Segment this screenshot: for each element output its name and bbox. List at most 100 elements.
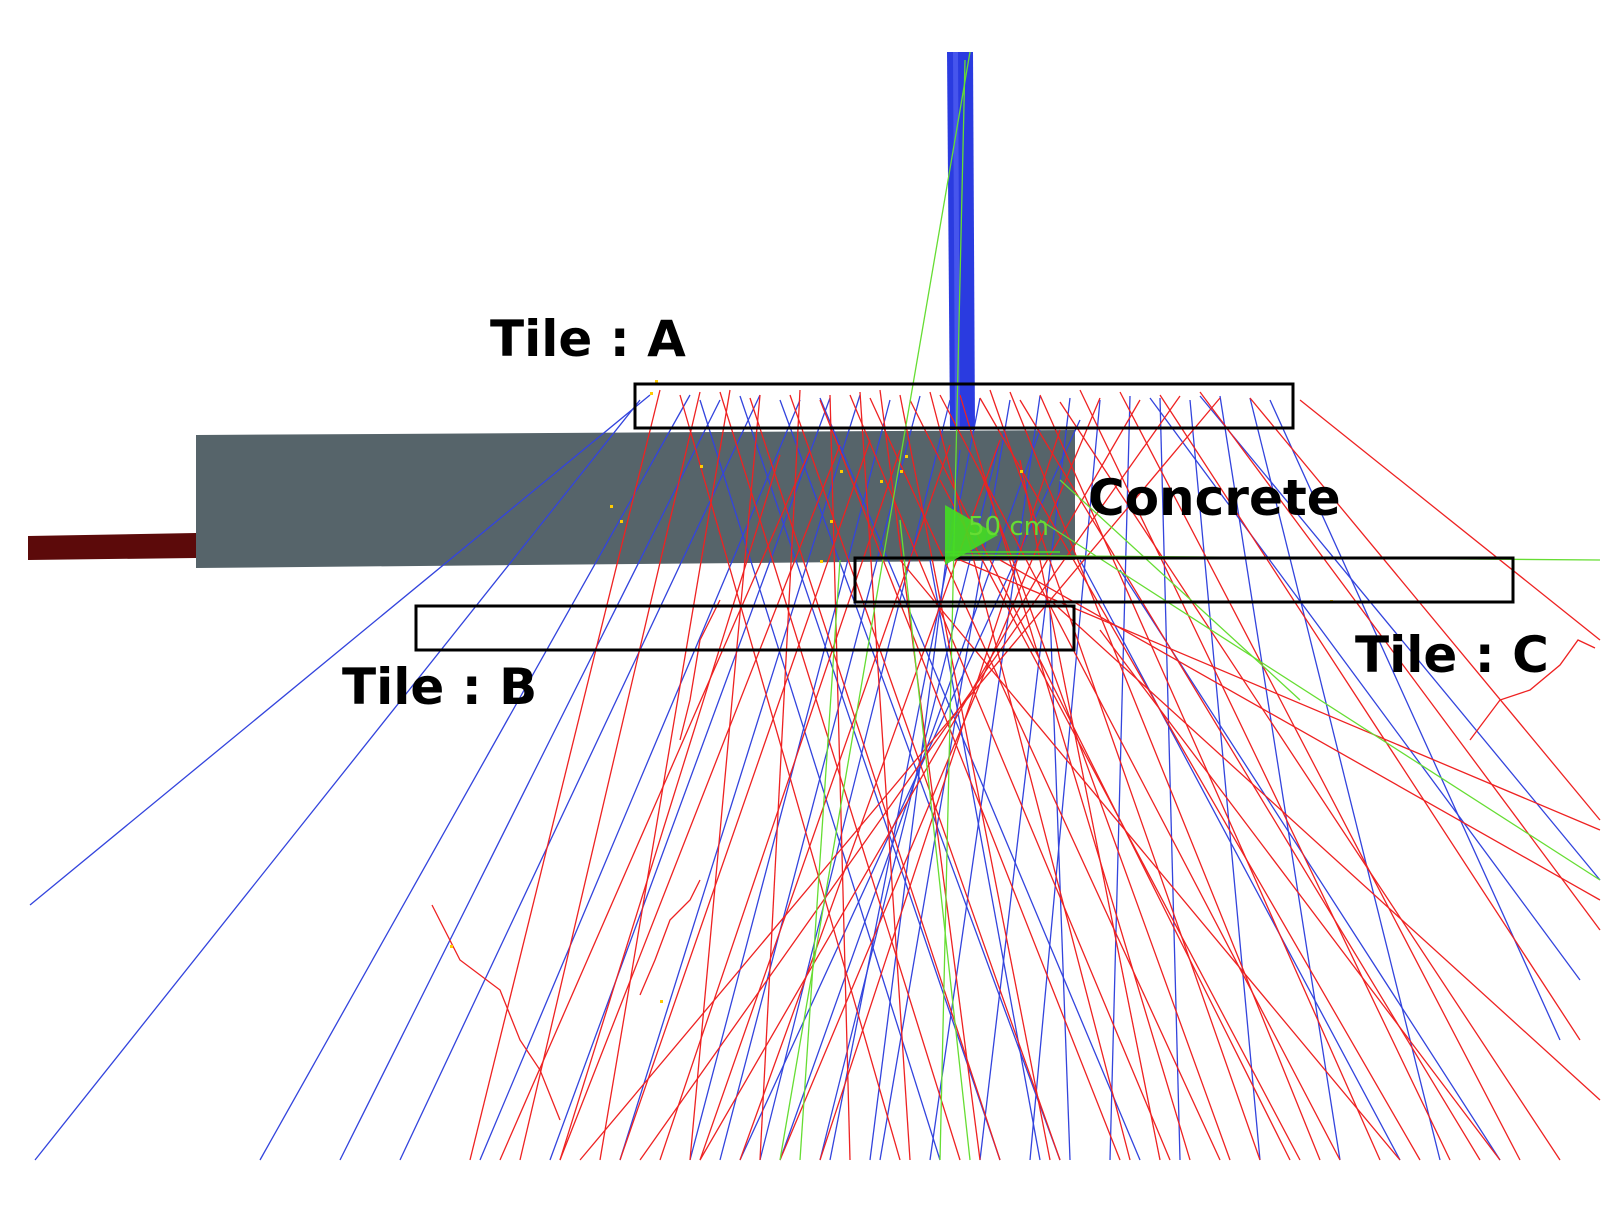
red-track xyxy=(639,879,701,996)
blue-track xyxy=(29,394,651,906)
tile-c-outline xyxy=(853,556,1515,604)
hit-point xyxy=(900,470,903,473)
red-track xyxy=(1049,599,1601,1101)
red-track xyxy=(899,394,1051,1161)
green-track xyxy=(939,59,966,1161)
red-track xyxy=(849,394,1171,1161)
hit-point xyxy=(660,1000,663,1003)
red-track xyxy=(979,469,1231,1161)
hit-point xyxy=(700,465,703,468)
red-track xyxy=(749,397,1001,1161)
tile-a-label: Tile : A xyxy=(490,310,686,368)
red-track xyxy=(859,391,911,1161)
blue-track xyxy=(929,559,1041,1161)
red-track xyxy=(739,439,1001,1161)
red-track xyxy=(1299,399,1601,641)
blue-track xyxy=(1119,569,1501,1161)
red-track xyxy=(559,454,781,1161)
red-track xyxy=(659,449,901,1161)
blue-track xyxy=(979,397,1071,1161)
red-track xyxy=(1019,459,1161,1161)
blue-track xyxy=(1159,397,1181,1161)
red-track xyxy=(599,389,731,1161)
blue-track xyxy=(1199,395,1601,881)
tile-c-label: Tile : C xyxy=(1355,626,1549,684)
red-track xyxy=(1039,394,1381,1161)
hit-point xyxy=(880,480,883,483)
blue-track xyxy=(1109,395,1131,1161)
blue-track xyxy=(1219,395,1341,1161)
red-track xyxy=(1099,629,1501,1161)
red-track xyxy=(869,397,1221,1161)
tile-b-label: Tile : B xyxy=(342,658,537,716)
green-track xyxy=(799,559,841,1161)
red-track xyxy=(979,397,1421,1161)
red-track xyxy=(469,389,661,1161)
hit-points xyxy=(450,380,1333,1003)
green-track xyxy=(1059,479,1301,701)
blue-track xyxy=(759,399,951,1161)
red-track xyxy=(1469,639,1596,741)
blue-track xyxy=(929,395,1041,1161)
red-track xyxy=(1159,394,1581,1041)
red-track xyxy=(999,559,1601,901)
tile-b-outline xyxy=(414,604,1076,652)
red-track xyxy=(689,394,761,1161)
red-track xyxy=(1059,401,1561,1161)
blue-track xyxy=(1269,399,1561,1041)
blue-track xyxy=(1249,397,1441,1161)
red-track xyxy=(679,394,901,1161)
red-track xyxy=(639,395,1181,1161)
hit-point xyxy=(650,392,653,395)
red-track xyxy=(879,389,981,1161)
red-track xyxy=(679,599,721,741)
red-track xyxy=(1009,391,1321,1161)
red-track xyxy=(699,399,1141,1161)
red-track xyxy=(699,444,951,1161)
blue-track xyxy=(399,394,761,1161)
hit-point xyxy=(610,505,613,508)
hit-point xyxy=(840,470,843,473)
red-track xyxy=(579,397,1221,1161)
hit-point xyxy=(620,520,623,523)
concrete-label: Concrete xyxy=(1088,469,1341,527)
red-track xyxy=(1019,399,1481,1161)
blue-track xyxy=(819,397,1141,1161)
hit-point xyxy=(820,560,823,563)
red-track xyxy=(1199,391,1601,931)
red-track xyxy=(759,389,801,1161)
red-track xyxy=(519,391,701,1161)
blue-track xyxy=(1149,397,1581,981)
red-track xyxy=(899,559,1401,1161)
scale-arrow-icon xyxy=(945,505,998,565)
green-track xyxy=(1039,519,1601,881)
red-track xyxy=(431,904,561,1121)
blue-track xyxy=(1049,609,1071,1161)
red-track xyxy=(499,449,811,1161)
red-track xyxy=(789,394,1061,1161)
hit-point xyxy=(830,520,833,523)
blue-track xyxy=(699,399,941,1161)
red-track xyxy=(939,394,1341,1161)
scale-label: 50 cm xyxy=(968,512,1049,542)
red-track xyxy=(939,479,1301,1161)
hit-point xyxy=(905,455,908,458)
hit-point xyxy=(450,945,453,948)
blue-track xyxy=(689,399,891,1161)
red-track xyxy=(619,439,871,1161)
hit-point xyxy=(655,380,658,383)
tile-a-outline xyxy=(633,382,1295,430)
blue-track xyxy=(869,449,961,1161)
hit-point xyxy=(1020,470,1023,473)
green-track xyxy=(899,519,971,1161)
blue-track xyxy=(339,399,721,1161)
blue-track xyxy=(619,394,861,1161)
blue-track xyxy=(34,399,641,1161)
red-track xyxy=(559,444,841,1161)
blue-track xyxy=(1189,399,1261,1161)
red-track xyxy=(819,399,1121,1161)
red-track xyxy=(1249,397,1601,821)
blue-track xyxy=(1079,559,1401,1161)
blue-track xyxy=(259,394,691,1161)
